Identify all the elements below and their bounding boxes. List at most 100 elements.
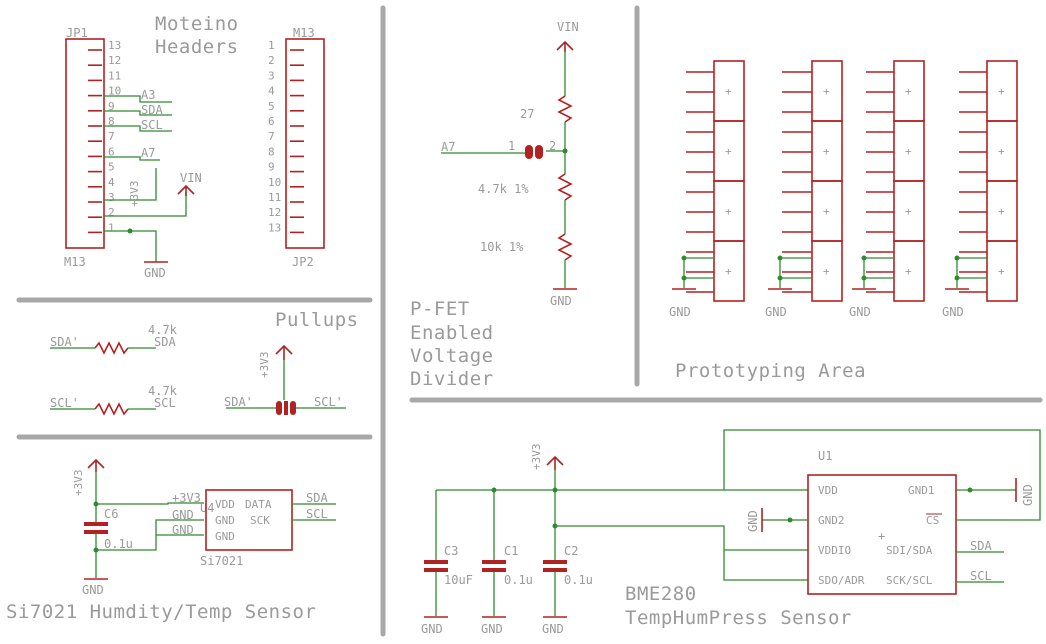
proto-column: ++++GND bbox=[765, 60, 843, 319]
proto-pad-mark: + bbox=[725, 205, 732, 218]
bme-out-scl: SCL bbox=[970, 569, 992, 583]
proto-pad bbox=[986, 240, 1018, 302]
si-title: Si7021 Humdity/Temp Sensor bbox=[6, 601, 316, 623]
vin-arrow-symbol bbox=[177, 184, 195, 196]
jumper-left-label: SDA' bbox=[224, 395, 253, 409]
pfet-title-1: P-FET bbox=[410, 298, 470, 320]
si-gnd-label: GND bbox=[82, 583, 104, 597]
pfet-title-4: Divider bbox=[410, 368, 494, 390]
u4-name: U4 bbox=[200, 501, 214, 515]
pfet-divider-section: VIN 27 A7 1 2 4.7k 1% 10k 1% GND P-FET E… bbox=[410, 20, 579, 390]
si-net-3v3: +3V3 bbox=[172, 491, 201, 505]
jp1-pin-number: 3 bbox=[108, 191, 115, 204]
divider-gnd: GND bbox=[550, 294, 572, 308]
divider-r-bot bbox=[557, 233, 573, 261]
divider-vin-arrow bbox=[556, 40, 574, 52]
proto-pad-mark: + bbox=[998, 205, 1005, 218]
jp2-pin-number: 10 bbox=[268, 176, 281, 189]
jp2-pin-number: 13 bbox=[268, 221, 281, 234]
u4-value: Si7021 bbox=[200, 554, 243, 568]
net-vin-wire bbox=[104, 192, 187, 217]
proto-gnd-label: GND bbox=[669, 305, 691, 319]
u4-pin-gnd2: GND bbox=[215, 530, 235, 543]
jp2-pin-number: 7 bbox=[268, 130, 275, 143]
divider-pin1: 1 bbox=[508, 139, 515, 153]
jp2-value: JP2 bbox=[292, 255, 314, 269]
proto-pad-mark: + bbox=[823, 205, 830, 218]
bme-rail-label: +3V3 bbox=[530, 444, 543, 471]
si-net-gnd1: GND bbox=[172, 508, 194, 522]
u1-name: U1 bbox=[818, 449, 832, 463]
jp2-pin-number: 12 bbox=[268, 206, 281, 219]
jp1-pin-number: 7 bbox=[108, 130, 115, 143]
jumper-right-label: SCL' bbox=[314, 395, 343, 409]
divider-r-top-value: 27 bbox=[520, 107, 534, 121]
pullup-r2-value: 4.7k bbox=[148, 384, 178, 398]
jp2-pin-number: 9 bbox=[268, 161, 275, 174]
proto-pad-mark: + bbox=[823, 85, 830, 98]
proto-column: ++++GND bbox=[942, 60, 1018, 319]
divider-r-mid bbox=[557, 173, 573, 201]
bme-gnd-2: GND bbox=[481, 622, 503, 636]
net-sda-wire bbox=[104, 110, 172, 116]
proto-title: Prototyping Area bbox=[675, 360, 866, 382]
pullup-r1-value: 4.7k bbox=[148, 323, 178, 337]
c1-name: C1 bbox=[504, 544, 518, 558]
divider-r-mid-value: 4.7k 1% bbox=[478, 182, 529, 196]
jp1-value: M13 bbox=[64, 255, 86, 269]
jp2-header-body bbox=[285, 38, 325, 249]
jp1-pin-number: 9 bbox=[108, 100, 115, 113]
moteino-subtitle: Headers bbox=[155, 36, 239, 58]
c2-value: 0.1u bbox=[564, 573, 593, 587]
bme-subtitle: TempHumPress Sensor bbox=[625, 607, 852, 629]
bme-out-sda: SDA bbox=[970, 539, 992, 553]
pullup-scl-in: SCL' bbox=[50, 396, 79, 410]
jp1-pin-number: 1 bbox=[108, 221, 115, 234]
proto-pad bbox=[811, 240, 843, 302]
u4-pin-sck: SCK bbox=[250, 514, 270, 527]
u1-pin-sdo: SDO/ADR bbox=[818, 574, 865, 587]
si7021-section: +3V3 C6 0.1u GND +3V3 GND GND U4 VDD GND… bbox=[6, 458, 336, 623]
prototyping-section: Prototyping Area ++++GND++++GND++++GND++… bbox=[669, 60, 1018, 382]
pullups-title: Pullups bbox=[275, 309, 359, 331]
net-a7-label: A7 bbox=[141, 146, 155, 160]
c3-value: 10uF bbox=[444, 573, 473, 587]
si-out-sda: SDA bbox=[306, 491, 328, 505]
jp1-pin-number: 5 bbox=[108, 161, 115, 174]
u1-pin-sda: SDI/SDA bbox=[886, 544, 933, 557]
si-out-scl: SCL bbox=[306, 507, 328, 521]
moteino-headers-section: Moteino Headers JP1 M13 1312111098765432… bbox=[64, 13, 325, 280]
proto-pad-mark: + bbox=[905, 265, 912, 278]
net-a3-wire bbox=[104, 95, 172, 103]
section-dividers bbox=[16, 5, 1043, 637]
jp2-pin-number: 3 bbox=[268, 69, 275, 82]
proto-pad bbox=[893, 240, 925, 302]
pfet-title-2: Enabled bbox=[410, 322, 494, 344]
u1-pin-sck: SCK/SCL bbox=[886, 574, 933, 587]
jp1-name: JP1 bbox=[66, 26, 88, 40]
jp2-pin-number: 6 bbox=[268, 115, 275, 128]
jp2-name: M13 bbox=[293, 26, 315, 40]
u4-pin-data: DATA bbox=[245, 498, 272, 511]
proto-column: ++++GND bbox=[849, 60, 925, 319]
divider-vin: VIN bbox=[557, 20, 579, 34]
net-gnd-wire bbox=[104, 230, 157, 262]
c6-name: C6 bbox=[104, 507, 118, 521]
proto-pad-mark: + bbox=[823, 145, 830, 158]
jp1-pin-number: 6 bbox=[108, 145, 115, 158]
si-rail-label: +3V3 bbox=[72, 470, 85, 497]
pullup-sda-out: SDA bbox=[154, 335, 176, 349]
proto-column: ++++GND bbox=[669, 60, 745, 319]
jp2-pin-number: 8 bbox=[268, 145, 275, 158]
jp1-pin-number: 10 bbox=[108, 85, 121, 98]
pullup-rail-label: +3V3 bbox=[258, 352, 271, 379]
u1-center-mark: + bbox=[878, 529, 885, 543]
si-net-gnd2: GND bbox=[172, 523, 194, 537]
proto-pad-mark: + bbox=[725, 85, 732, 98]
net-a7-wire bbox=[104, 156, 160, 161]
jp2-pin-number: 4 bbox=[268, 85, 275, 98]
si-rail-arrow bbox=[87, 458, 105, 472]
net-scl-label: SCL bbox=[141, 118, 163, 132]
